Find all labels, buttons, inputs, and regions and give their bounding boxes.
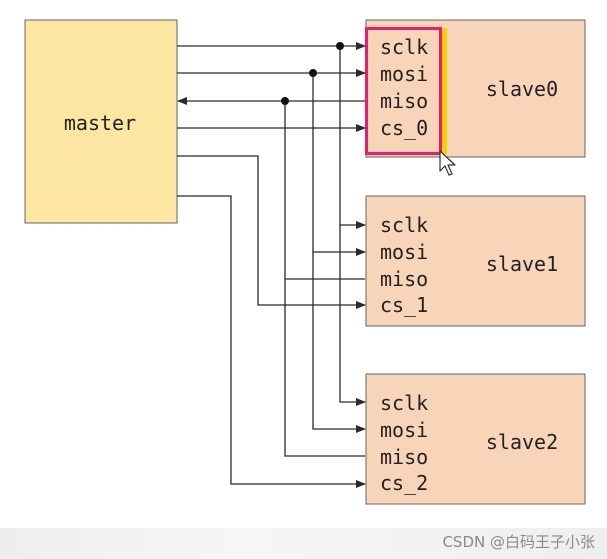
- slave0-pin-mosi: mosi: [380, 62, 428, 86]
- wire-sclk-slave2: [339, 225, 366, 406]
- wire-miso-slave2: [284, 279, 365, 457]
- slave0-pin-cs: cs_0: [380, 116, 428, 140]
- slave0-pin-sclk: sclk: [380, 35, 428, 59]
- slave1-pin-sclk: sclk: [380, 213, 428, 237]
- slave2-label: slave2: [486, 430, 558, 454]
- slave0-pins-selection[interactable]: [365, 27, 442, 155]
- junction-miso: [281, 97, 289, 105]
- junction-dots: [281, 42, 344, 105]
- master-block: master: [24, 19, 178, 224]
- selection-edge-highlight: [442, 28, 447, 154]
- slave1-block: sclk mosi miso cs_1 slave1: [365, 195, 586, 327]
- wire-cs2: [177, 195, 366, 488]
- mouse-pointer-icon: [439, 150, 456, 176]
- slave0-pin-miso: miso: [380, 89, 428, 113]
- junction-mosi: [309, 69, 317, 77]
- slave2-pin-cs: cs_2: [380, 471, 428, 495]
- wire-cs1: [177, 155, 366, 309]
- slave0-block: sclk mosi miso cs_0 slave0: [365, 19, 586, 158]
- slave2-pin-sclk: sclk: [380, 391, 428, 415]
- watermark-text: CSDN @白码王子小张: [442, 533, 595, 551]
- slave2-pin-miso: miso: [380, 445, 428, 469]
- slave1-pin-mosi: mosi: [380, 240, 428, 264]
- slave2-block: sclk mosi miso cs_2 slave2: [365, 373, 586, 505]
- slave1-label: slave1: [486, 252, 558, 276]
- slave1-pin-miso: miso: [380, 267, 428, 291]
- spi-bus-diagram: master sclk mosi miso cs_0 slave0 sclk m…: [24, 19, 586, 505]
- bus-wires: [177, 42, 366, 488]
- slave1-pin-cs: cs_1: [380, 293, 428, 317]
- wire-mosi-slave2: [312, 252, 366, 433]
- slave0-label: slave0: [486, 77, 558, 101]
- slave2-pin-mosi: mosi: [380, 418, 428, 442]
- junction-sclk: [336, 42, 344, 50]
- master-label: master: [64, 111, 136, 135]
- footer-band: [0, 528, 607, 559]
